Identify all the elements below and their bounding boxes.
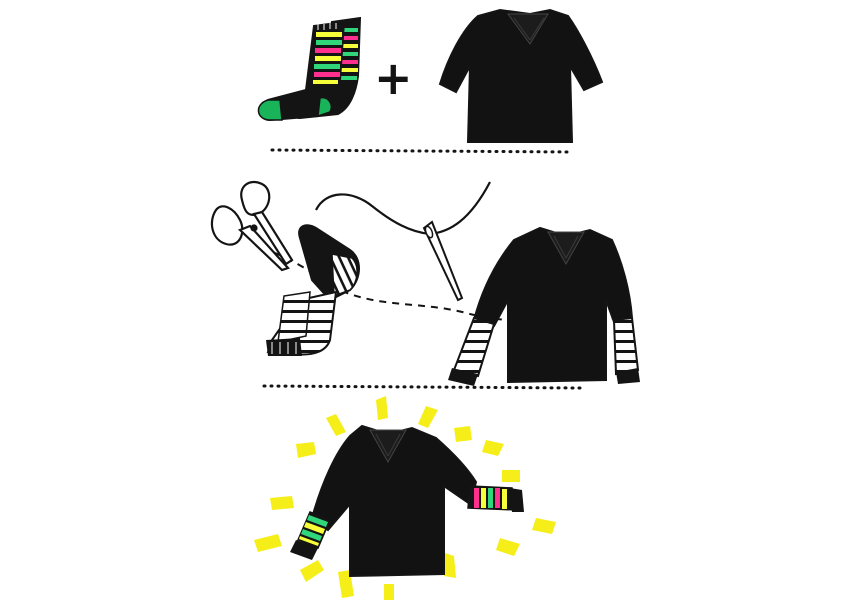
striped-socks bbox=[258, 18, 360, 120]
scissors bbox=[212, 182, 292, 270]
step-2-cut-and-sew bbox=[212, 182, 640, 386]
thread bbox=[316, 182, 490, 234]
shirt2-body bbox=[474, 228, 632, 382]
shirt3-right-cuff bbox=[510, 488, 524, 512]
scissors-handle-left bbox=[212, 206, 242, 244]
divider-1 bbox=[272, 150, 572, 152]
step-3-result bbox=[254, 396, 556, 600]
sock-front-toe bbox=[258, 100, 282, 120]
shirt2-right-sleeve-sock bbox=[614, 318, 638, 374]
shirt3-left-sleeve-colorful bbox=[290, 512, 330, 560]
plus-sign: + bbox=[374, 51, 413, 105]
shirt2-left-sleeve-sock bbox=[454, 318, 494, 376]
short-sleeve-shirt bbox=[440, 10, 602, 142]
cut-sock-cuff bbox=[266, 338, 302, 356]
step-1-materials: + bbox=[258, 10, 602, 142]
divider-2 bbox=[264, 386, 580, 388]
cut-sock-leg-2 bbox=[278, 292, 310, 342]
shirt-with-sock-sleeves bbox=[448, 228, 640, 386]
shirt3-right-sleeve-colorful bbox=[468, 486, 524, 512]
cut-sock-heel-stripes bbox=[332, 254, 357, 296]
scissors-handle-right bbox=[241, 182, 269, 215]
